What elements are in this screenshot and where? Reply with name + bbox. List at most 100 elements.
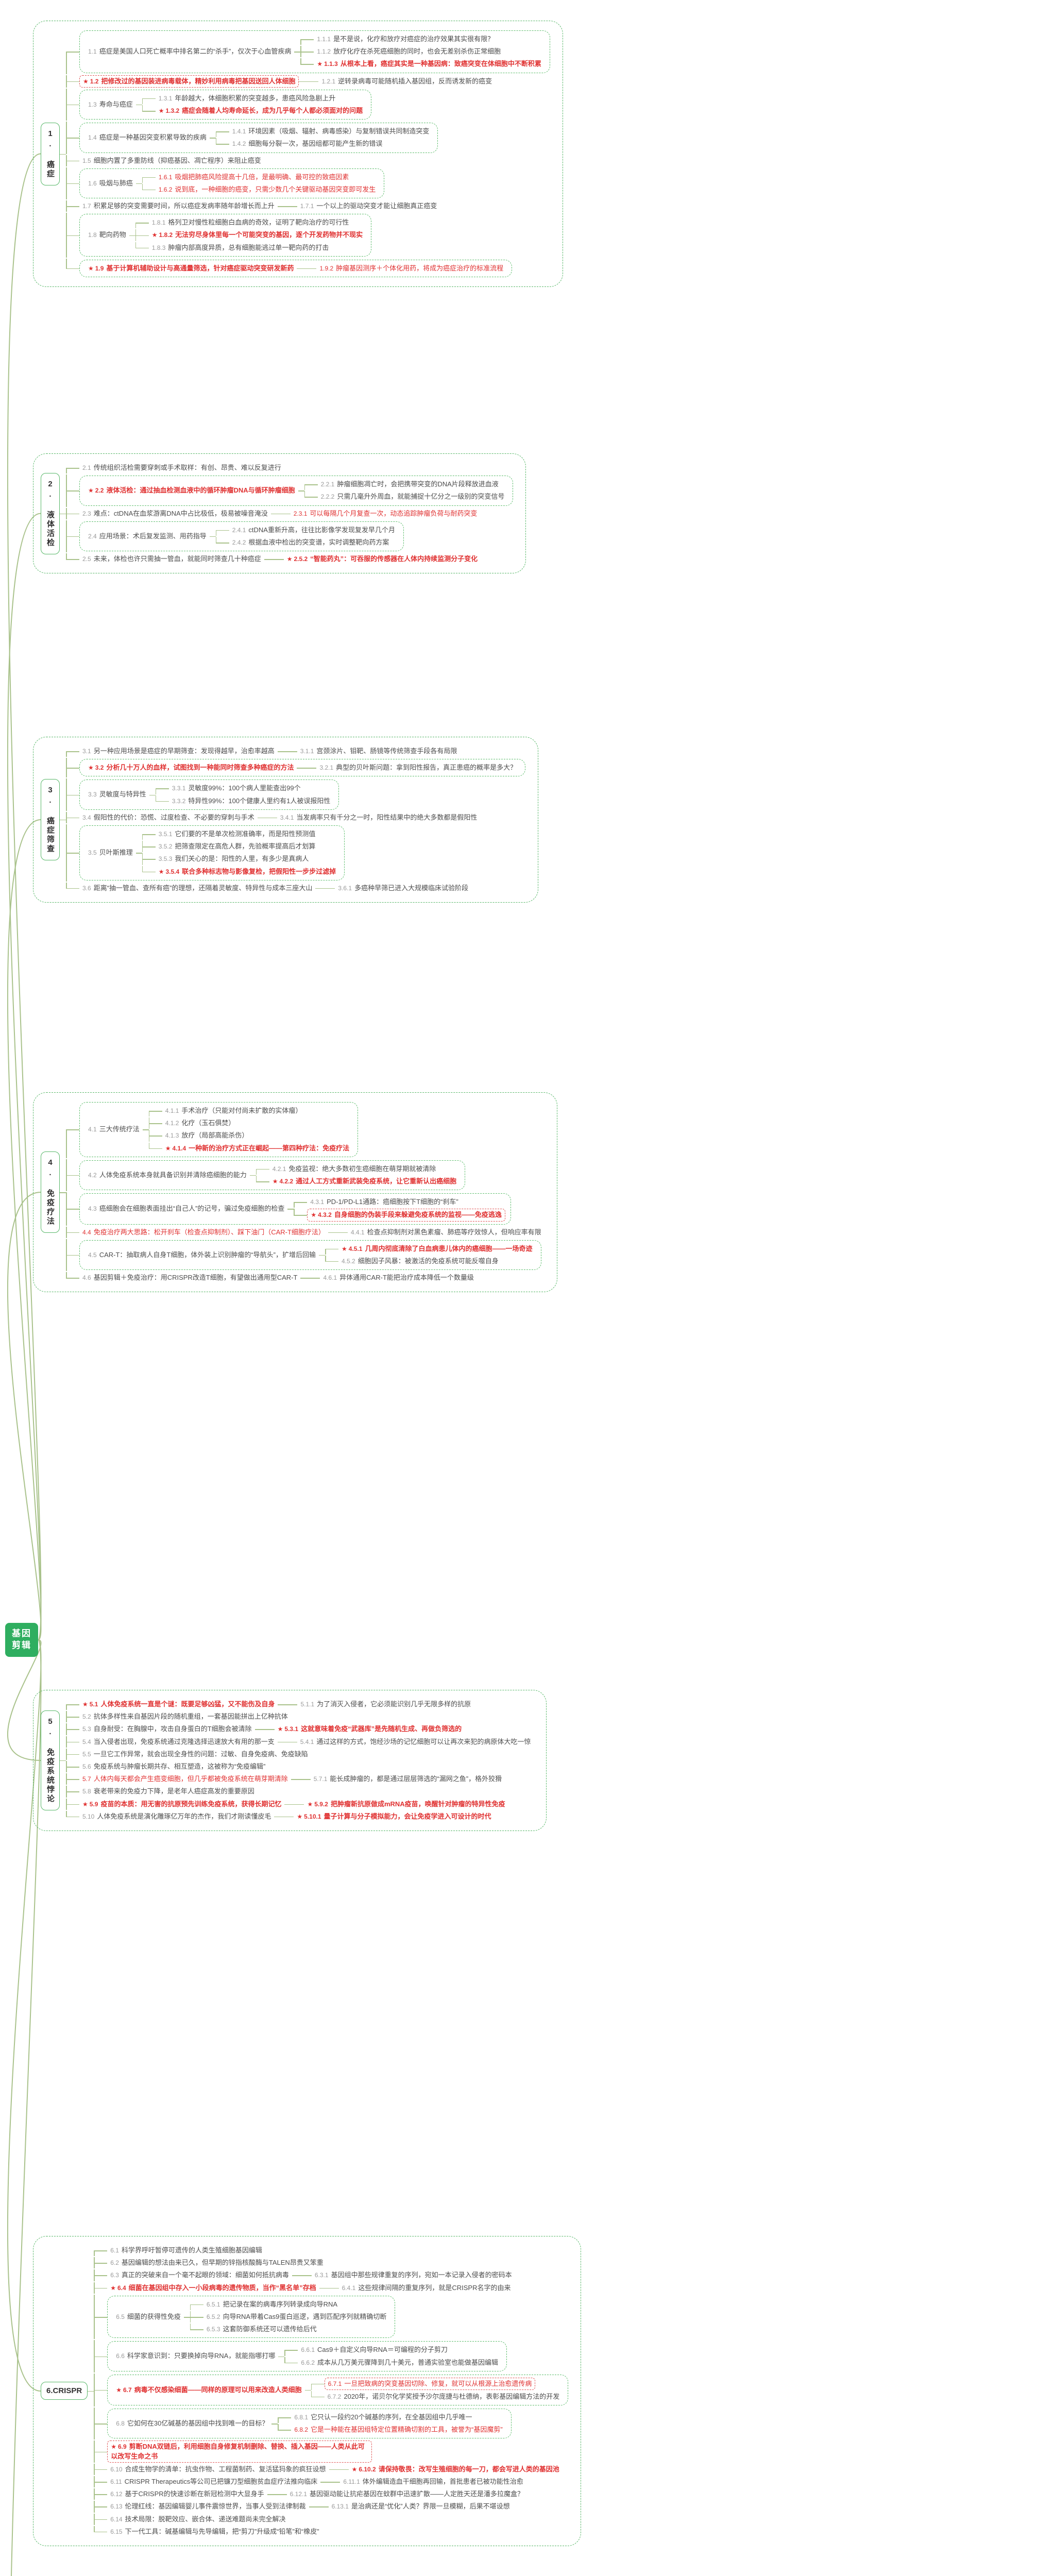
branch-label[interactable]: 5. 免疫系统悖论 [41,1710,60,1810]
node[interactable]: ★2.5.2“智能药丸”：可吞服的传感器在人体内持续监测分子变化 [284,553,481,565]
branch-label[interactable]: 1. 癌症 [41,122,60,185]
root-node[interactable]: 基因剪辑 [5,1623,38,1657]
branch-label[interactable]: 3. 癌症筛查 [41,778,60,860]
branch-label[interactable]: 6.CRISPR [41,2382,88,2400]
